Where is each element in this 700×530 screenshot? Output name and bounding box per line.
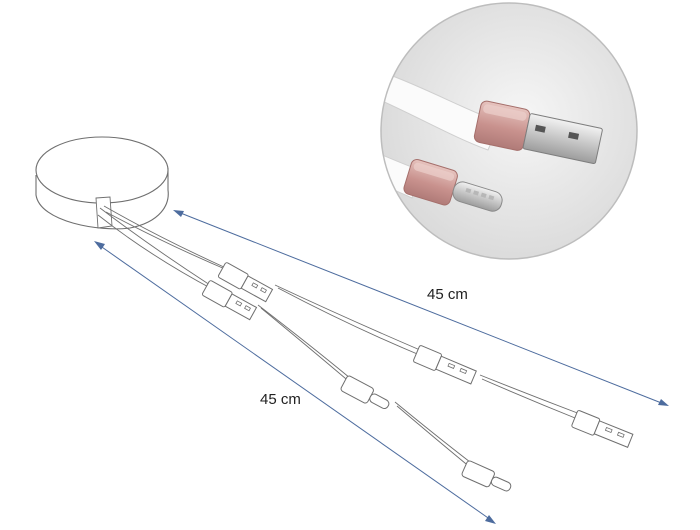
long-cable-length-label: 45 cm: [427, 286, 468, 303]
cable-reel: [35, 136, 169, 230]
lightning-rose-gold-connector: [403, 158, 503, 212]
cable-strand: [277, 287, 423, 357]
cable-strand: [103, 205, 227, 269]
arrowhead-short-start: [94, 241, 105, 250]
lightning-plug-end: [461, 460, 512, 492]
short-cable-length-label: 45 cm: [260, 391, 301, 408]
usb-a-plug-hub-front: [201, 280, 258, 321]
lightning-plug-middle: [340, 375, 390, 410]
arrow-long-cable: [177, 211, 665, 405]
cable-strand: [274, 284, 421, 351]
cable-strand: [99, 207, 211, 286]
cable-strand: [481, 378, 581, 421]
cable-strand: [396, 405, 472, 469]
cable-bundle: [97, 205, 581, 469]
arrow-short-cable: [98, 244, 492, 521]
cable-strand: [105, 211, 233, 273]
usb-a-rose-gold-connector: [473, 100, 603, 165]
arrowhead-short-end: [485, 515, 496, 524]
cable-strand: [260, 307, 353, 385]
cable-strand: [257, 304, 351, 379]
usb-a-plug-hub-back: [217, 262, 274, 303]
cable-strand: [97, 214, 215, 291]
usb-a-plug-end: [571, 410, 634, 448]
arrowhead-long-start: [173, 210, 184, 217]
arrowhead-long-end: [658, 399, 669, 406]
cable-strand: [394, 401, 471, 463]
dimension-arrows: [94, 210, 669, 524]
usb-a-plug-middle: [413, 345, 477, 385]
cable-strand: [479, 374, 581, 415]
connector-closeup-inset: [380, 2, 638, 260]
